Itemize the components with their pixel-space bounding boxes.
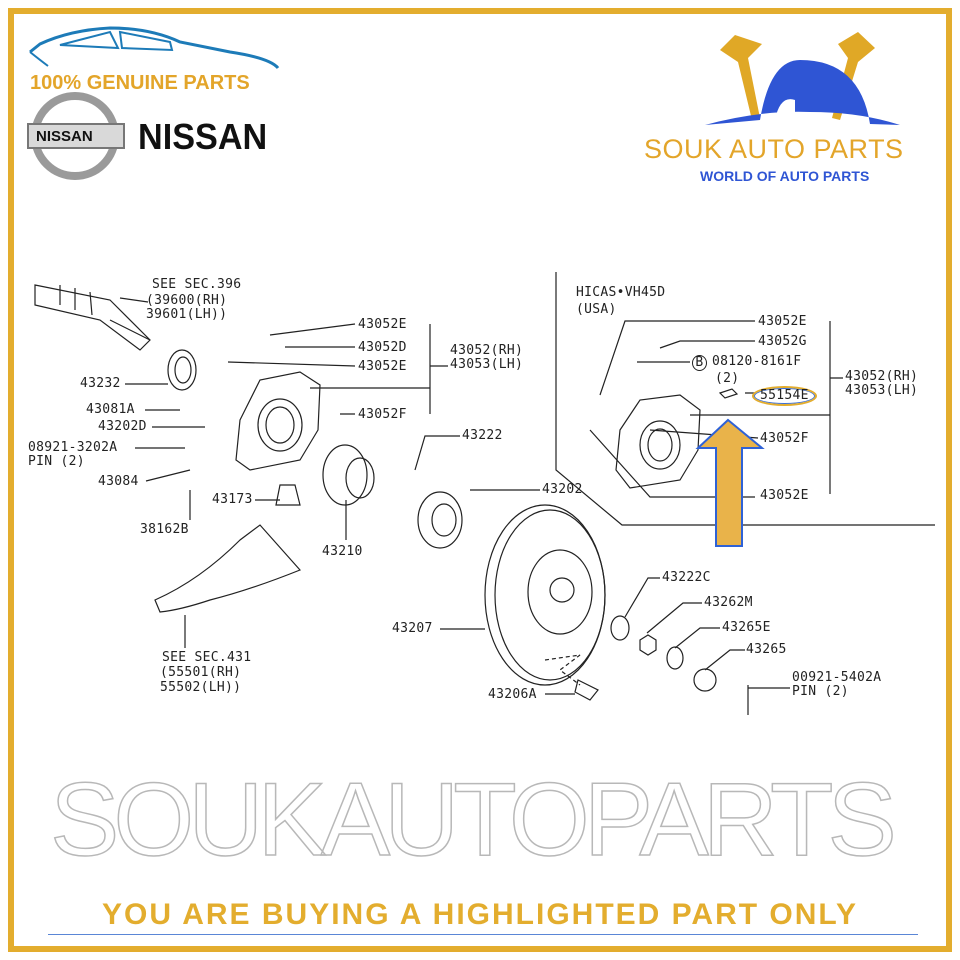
- label-38162b: 38162B: [140, 522, 189, 537]
- label-inset-43052f: 43052F: [760, 431, 809, 446]
- washer-drawing-2: [666, 646, 684, 670]
- bush-drawing: [275, 484, 301, 506]
- label-43265: 43265: [746, 642, 787, 657]
- label-39601: 39601(LH)): [146, 307, 228, 322]
- highlighted-part-55154e: 55154E: [752, 386, 817, 406]
- label-43052-rh: 43052(RH): [450, 343, 524, 358]
- label-39600: (39600(RH): [146, 293, 228, 308]
- label-43206a: 43206A: [488, 687, 537, 702]
- drive-shaft-drawing: [34, 284, 151, 351]
- hub-assembly-drawing: [417, 491, 463, 549]
- label-43202: 43202: [542, 482, 583, 497]
- nut-drawing: [639, 634, 657, 656]
- label-43232: 43232: [80, 376, 121, 391]
- brake-disc-drawing: [484, 504, 606, 686]
- label-43052e: 43052E: [358, 317, 407, 332]
- label-08921-3202a: 08921-3202A: [28, 440, 118, 455]
- label-43052d: 43052D: [358, 340, 407, 355]
- label-pin: PIN (2): [28, 454, 85, 469]
- label-usa: (USA): [576, 302, 617, 317]
- hub-drawing: [322, 444, 375, 506]
- label-43207: 43207: [392, 621, 433, 636]
- label-inset-43052e-2: 43052E: [760, 488, 809, 503]
- label-inset-43052e: 43052E: [758, 314, 807, 329]
- lower-arm-drawing: [154, 524, 302, 613]
- inset-knuckle-drawing: [615, 394, 701, 489]
- washer-drawing: [610, 615, 630, 641]
- label-pin-2: PIN (2): [792, 684, 849, 699]
- knuckle-drawing: [235, 371, 321, 471]
- label-43052f: 43052F: [358, 407, 407, 422]
- bolt-marker-b: B: [692, 355, 707, 371]
- watermark: SOUKAUTOPARTS: [49, 762, 897, 878]
- label-43052e-2: 43052E: [358, 359, 407, 374]
- label-43173: 43173: [212, 492, 253, 507]
- label-43081a: 43081A: [86, 402, 135, 417]
- label-43084: 43084: [98, 474, 139, 489]
- label-43265e: 43265E: [722, 620, 771, 635]
- brand-name: NISSAN: [138, 116, 268, 157]
- sensor-part-drawing: [718, 388, 739, 399]
- gold-frame: [8, 8, 952, 952]
- label-43210: 43210: [322, 544, 363, 559]
- label-hicas: HICAS•VH45D: [576, 285, 666, 300]
- banner-underline: [48, 934, 918, 935]
- inset-frame: [555, 272, 935, 526]
- label-43053-lh: 43053(LH): [450, 357, 524, 372]
- genuine-parts-text: 100% GENUINE PARTS: [30, 72, 250, 94]
- car-logo-icon: [29, 26, 280, 70]
- label-43222: 43222: [462, 428, 503, 443]
- label-see-sec-431: SEE SEC.431: [162, 650, 252, 665]
- stud-drawing: [574, 679, 599, 701]
- label-inset-43053-lh: 43053(LH): [845, 383, 919, 398]
- store-tagline: WORLD OF AUTO PARTS: [700, 168, 870, 184]
- store-name: SOUK AUTO PARTS: [644, 134, 904, 164]
- castle-nut-drawing: [693, 668, 717, 692]
- label-43262m: 43262M: [704, 595, 753, 610]
- souk-logo-icon: [705, 32, 900, 125]
- seal-drawing: [167, 349, 197, 391]
- label-inset-43052-rh: 43052(RH): [845, 369, 919, 384]
- label-43202d: 43202D: [98, 419, 147, 434]
- label-00921-5402a: 00921-5402A: [792, 670, 882, 685]
- label-55502: 55502(LH)): [160, 680, 242, 695]
- label-08120-8161f: 08120-8161F: [712, 354, 802, 369]
- nissan-emblem-icon: [27, 92, 125, 180]
- label-43222c: 43222C: [662, 570, 711, 585]
- nissan-badge-text: NISSAN: [36, 128, 93, 145]
- label-43052g: 43052G: [758, 334, 807, 349]
- label-see-sec-396: SEE SEC.396: [152, 277, 242, 292]
- label-qty: (2): [715, 371, 740, 386]
- highlighted-part-banner: YOU ARE BUYING A HIGHLIGHTED PART ONLY: [101, 898, 859, 931]
- label-55501: (55501(RH): [160, 665, 242, 680]
